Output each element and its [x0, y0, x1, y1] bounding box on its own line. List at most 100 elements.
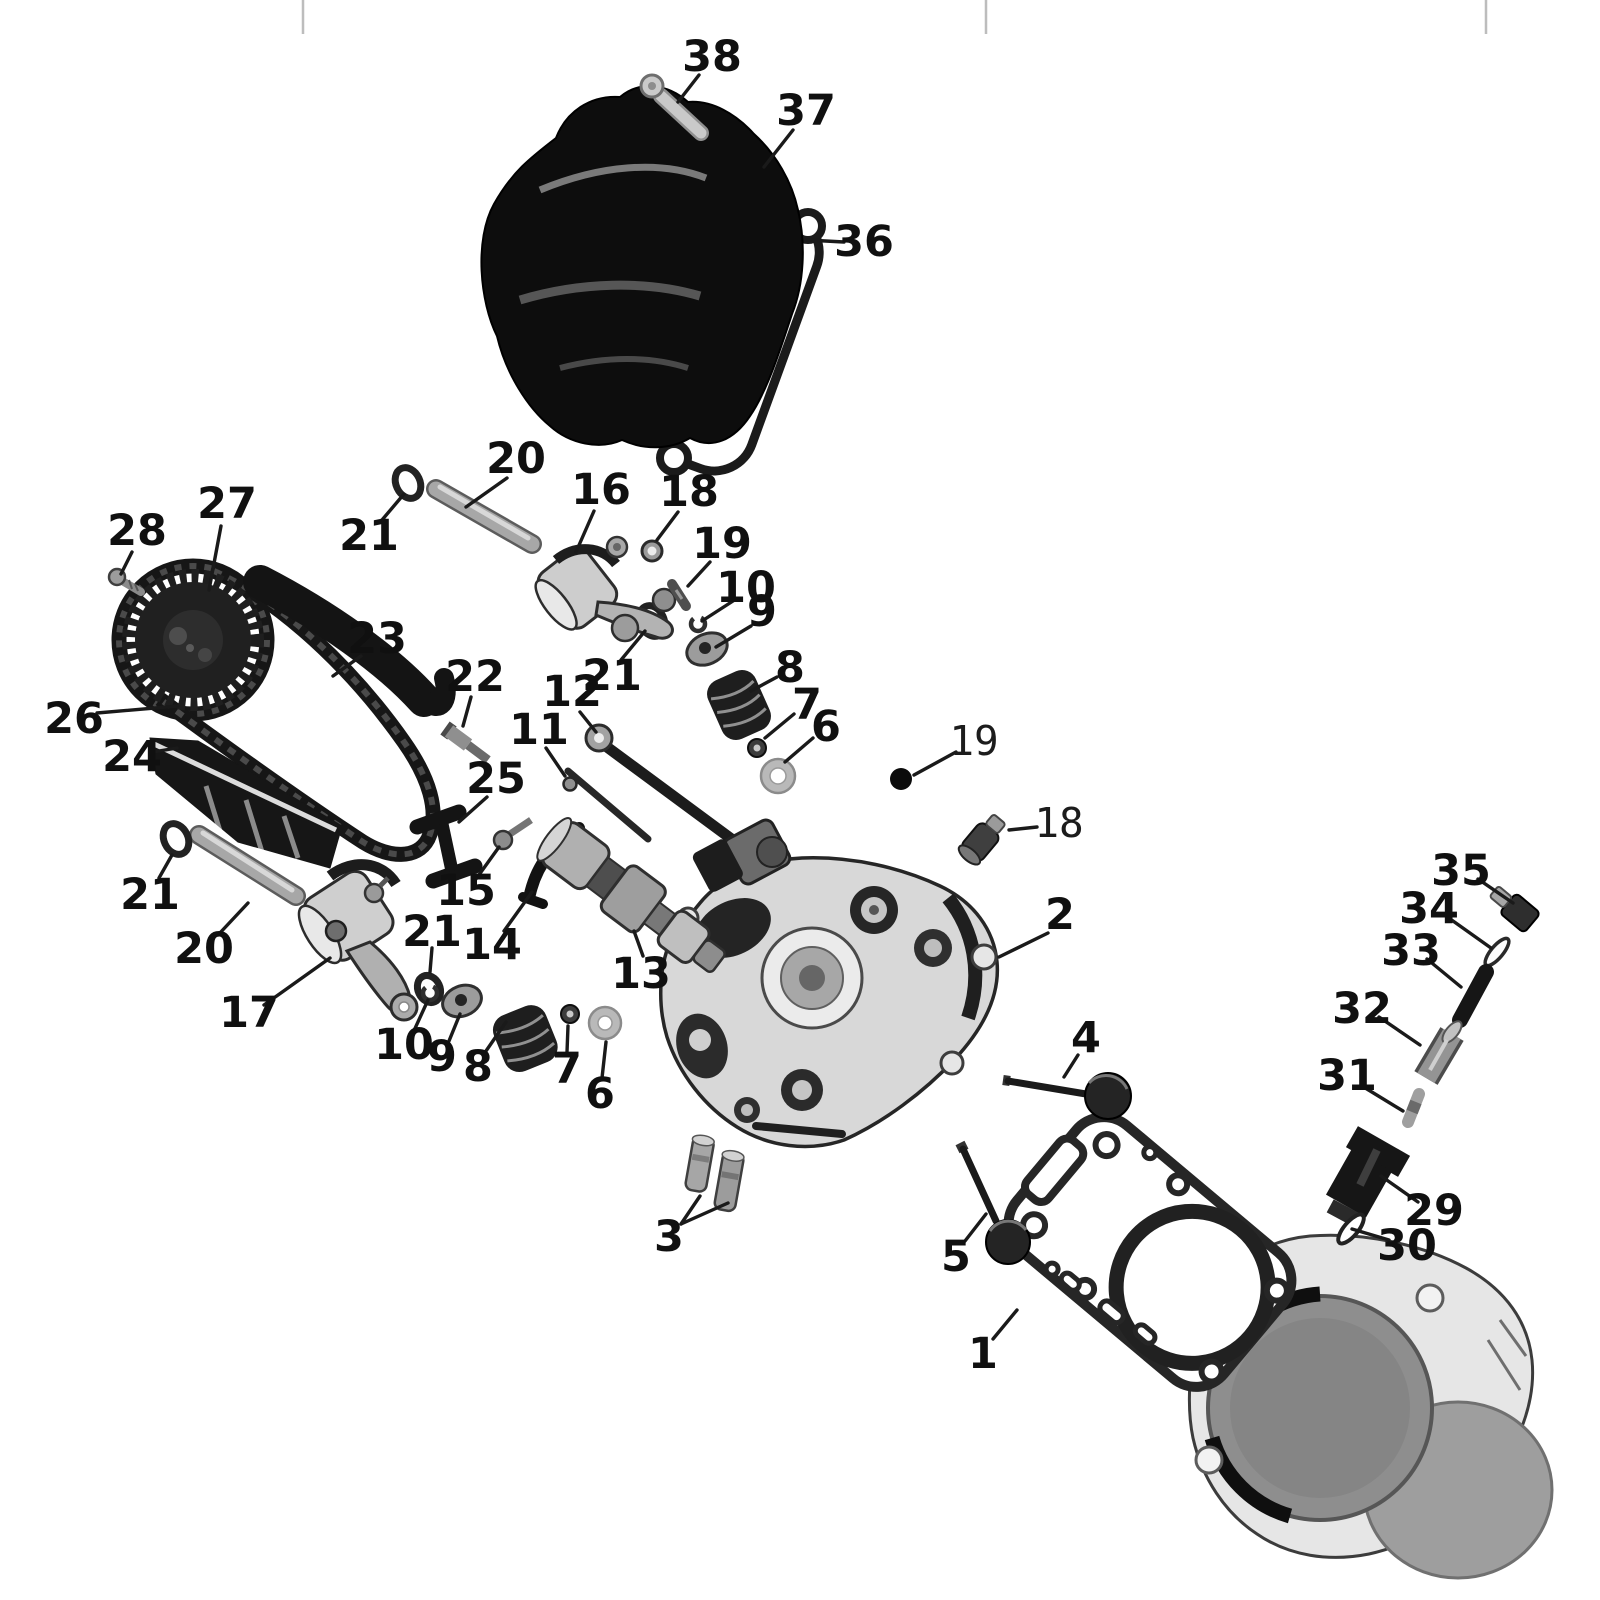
leader-line-6: [600, 1040, 608, 1080]
leader-line-1: [991, 1308, 1019, 1341]
callout-label-21: 21: [582, 651, 642, 701]
valve-seal-top: [747, 738, 767, 758]
rocker-shaft-top: [426, 479, 542, 554]
leader-line-8: [484, 1020, 508, 1053]
callout-label-5: 5: [941, 1232, 971, 1282]
leader-line-28: [119, 550, 134, 576]
callout-label-29: 29: [1404, 1186, 1464, 1236]
leader-line-9: [447, 1012, 462, 1043]
callout-label-9: 9: [427, 1032, 457, 1082]
callout-label-12: 12: [542, 667, 602, 717]
callout-label-14: 14: [462, 920, 522, 970]
leader-line-27: [207, 524, 223, 592]
callout-label-27: 27: [197, 479, 257, 529]
callout-label-8: 8: [463, 1042, 493, 1092]
leader-line-38: [676, 73, 701, 104]
leader-line-34: [1444, 914, 1493, 950]
leader-line-36: [805, 238, 846, 244]
valve-keeper-lower: [420, 983, 440, 1003]
callout-label-19: 19: [692, 519, 752, 569]
leader-line-12: [578, 710, 598, 734]
valve-spring-lower: [492, 1005, 558, 1073]
leader-line-33: [1425, 957, 1463, 989]
cam-chain: [111, 558, 441, 862]
callout-label-15: 15: [436, 866, 496, 916]
callout-label-28: 28: [107, 506, 167, 556]
callout-label-4: 4: [1071, 1013, 1101, 1063]
tensioner-plunger: [1414, 1020, 1464, 1085]
valve-keeper-top: [688, 614, 708, 634]
o-ring-top: [391, 464, 425, 502]
spring-washer-top: [759, 757, 797, 795]
spring-washer-lower: [587, 1005, 623, 1041]
tensioner-rod: [1452, 964, 1494, 1028]
leader-line-23: [331, 654, 363, 678]
callout-label-20: 20: [174, 924, 234, 974]
callout-label-21: 21: [402, 907, 462, 957]
callout-label-2: 2: [1045, 890, 1075, 940]
callout-label-33: 33: [1381, 926, 1441, 976]
callout-label-7: 7: [552, 1044, 582, 1094]
leader-line-37: [762, 128, 795, 169]
leader-line-8: [749, 675, 779, 693]
leader-line-20: [464, 476, 509, 509]
leader-line-35: [1476, 877, 1515, 905]
callout-label-38: 38: [682, 32, 742, 82]
leader-line-26: [95, 704, 180, 715]
tensioner-pad: [409, 804, 483, 889]
pivot-bolt: [492, 817, 533, 851]
leader-line-16: [574, 509, 596, 554]
callout-label-31: 31: [1317, 1051, 1377, 1101]
leader-line-7: [763, 712, 796, 740]
head-gasket: [1003, 1112, 1297, 1392]
leader-line-18: [655, 510, 680, 542]
callout-label-20: 20: [486, 434, 546, 484]
callout-label-25: 25: [466, 754, 526, 804]
callout-label-18: 18: [659, 467, 719, 517]
leader-line-10: [700, 599, 735, 623]
leader-line-19: [912, 750, 958, 777]
valve-spring-top: [707, 669, 771, 741]
chain-guide: [243, 565, 456, 717]
callout-label-6: 6: [585, 1069, 615, 1119]
push-rod: [584, 723, 747, 852]
callout-label-32: 32: [1332, 984, 1392, 1034]
leader-line-19: [686, 560, 712, 588]
callout-label-3: 3: [654, 1212, 684, 1262]
callout-label-19: 19: [949, 717, 998, 765]
tensioner-body: [1325, 1126, 1411, 1226]
callout-label-1: 1: [968, 1329, 998, 1379]
o-ring-lower: [413, 971, 445, 1007]
callout-label-26: 26: [44, 694, 104, 744]
callout-label-10: 10: [716, 563, 776, 613]
exhaust-valve: [955, 1140, 1031, 1265]
spring-retainer-top: [685, 631, 729, 667]
callout-label-21: 21: [120, 870, 180, 920]
callout-label-9: 9: [747, 587, 777, 637]
callout-label-22: 22: [445, 652, 505, 702]
tensioner-bolt: [1489, 886, 1540, 933]
leader-line-14: [502, 890, 534, 933]
callout-label-13: 13: [611, 949, 671, 999]
cam-sprocket: [122, 569, 264, 711]
leader-line-10: [410, 998, 430, 1037]
leader-line-25: [457, 795, 489, 824]
callout-label-7: 7: [792, 680, 822, 730]
dowel-pin: [890, 768, 912, 790]
callout-label-23: 23: [347, 614, 407, 664]
leader-line-9: [714, 624, 753, 649]
intake-valve: [1002, 1072, 1132, 1120]
leader-line-21: [619, 629, 647, 662]
rocker-arm-top: [534, 535, 677, 643]
valve-cover: [480, 85, 804, 449]
callout-label-16: 16: [571, 465, 631, 515]
leader-line-6: [783, 736, 815, 764]
valve-guides: [684, 1134, 745, 1213]
callout-label-21: 21: [339, 511, 399, 561]
callout-label-10: 10: [374, 1020, 434, 1070]
leader-line-21: [157, 853, 174, 880]
lock-nut: [562, 776, 578, 792]
cover-screw: [639, 73, 709, 141]
